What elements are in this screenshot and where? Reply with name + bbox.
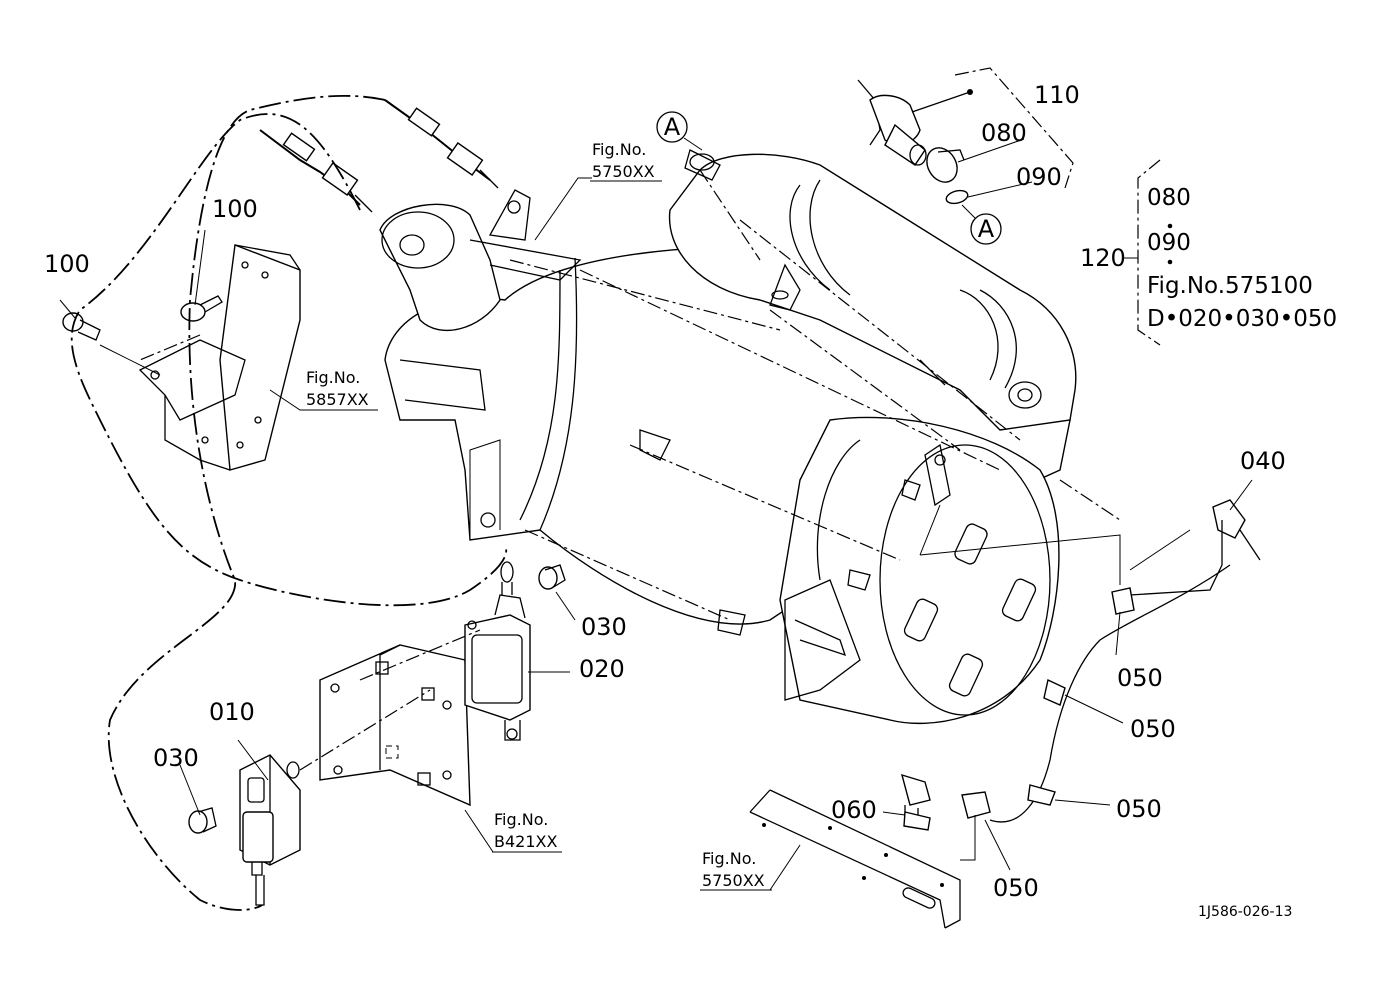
temperature-sensors [259,99,499,213]
assembly-120-dot-1 [1167,223,1173,229]
fig-ref-5750-bottom-number: 5750XX [702,871,765,890]
callout-030-upper: 030 [581,613,627,641]
bolt-030-lower [188,807,217,834]
fig-ref-b421-number: B421XX [494,832,557,851]
connector-060 [900,773,931,831]
marker-a-right: A [970,213,1002,245]
callout-010: 010 [209,698,255,726]
callout-110: 110 [1034,81,1080,109]
callout-040: 040 [1240,447,1286,475]
wire-clamp-100-right [180,295,223,322]
assembly-120-group: 120 080 090 Fig.No.575100 D•020•030•050 [1080,159,1337,346]
callout-050-a: 050 [1117,664,1163,692]
frame-rail [749,789,961,929]
fig-ref-b421: Fig.No. B421XX [492,810,562,853]
fig-ref-5750-top-number: 5750XX [592,162,655,181]
tube-clamps-050 [961,587,1135,819]
assembly-120-fig-ref: Fig.No.575100 [1147,273,1313,299]
exhaust-aftertreatment-assembly [379,149,1077,725]
reference-lines [139,169,1121,771]
sensor-bracket [138,244,301,471]
washer-090 [945,189,969,205]
leader-lines [59,138,1253,891]
callout-080: 080 [981,119,1027,147]
assembly-120-dot-2 [1167,259,1173,265]
fig-ref-b421-label: Fig.No. [494,810,548,829]
assembly-120-part-list: D•020•030•050 [1147,306,1337,332]
callout-060: 060 [831,796,877,824]
fig-ref-5857-label: Fig.No. [306,368,360,387]
wire-clamp-100-left [62,312,101,341]
assembly-120-item-090: 090 [1147,230,1191,256]
sensor-module-020 [464,561,531,741]
assembly-120-item-080: 080 [1147,185,1191,211]
fig-ref-5857: Fig.No. 5857XX [304,368,378,411]
part-callouts: 100 100 110 080 090 040 030 020 010 030 … [44,81,1286,902]
fig-ref-5750-bottom-label: Fig.No. [702,849,756,868]
hose-clamp-080 [926,147,965,183]
control-unit-010 [239,754,301,906]
marker-a-top: A [656,111,688,143]
wiring-harness [70,95,1231,911]
fig-ref-5857-number: 5857XX [306,390,369,409]
callout-120: 120 [1080,244,1126,272]
ecu-mounting-bracket [319,644,471,807]
marker-a-top-leader [683,137,703,151]
callout-090: 090 [1016,163,1062,191]
callout-100-left: 100 [44,250,90,278]
fig-ref-5750-bottom: Fig.No. 5750XX [700,849,772,891]
marker-a-right-label: A [978,215,995,243]
fig-ref-5750-top: Fig.No. 5750XX [590,140,662,182]
callout-050-c: 050 [1116,795,1162,823]
pressure-sensor-040 [1129,499,1261,596]
callout-050-b: 050 [1130,715,1176,743]
marker-a-right-leader [961,204,976,219]
pressure-sensor-110 [857,79,973,205]
callout-030-lower: 030 [153,744,199,772]
callout-100-right: 100 [212,195,258,223]
callout-020: 020 [579,655,625,683]
callout-050-d: 050 [993,874,1039,902]
marker-a-top-label: A [664,113,681,141]
fig-ref-5750-top-label: Fig.No. [592,140,646,159]
bolt-030-upper [538,564,566,590]
drawing-id: 1J586-026-13 [1198,904,1292,920]
